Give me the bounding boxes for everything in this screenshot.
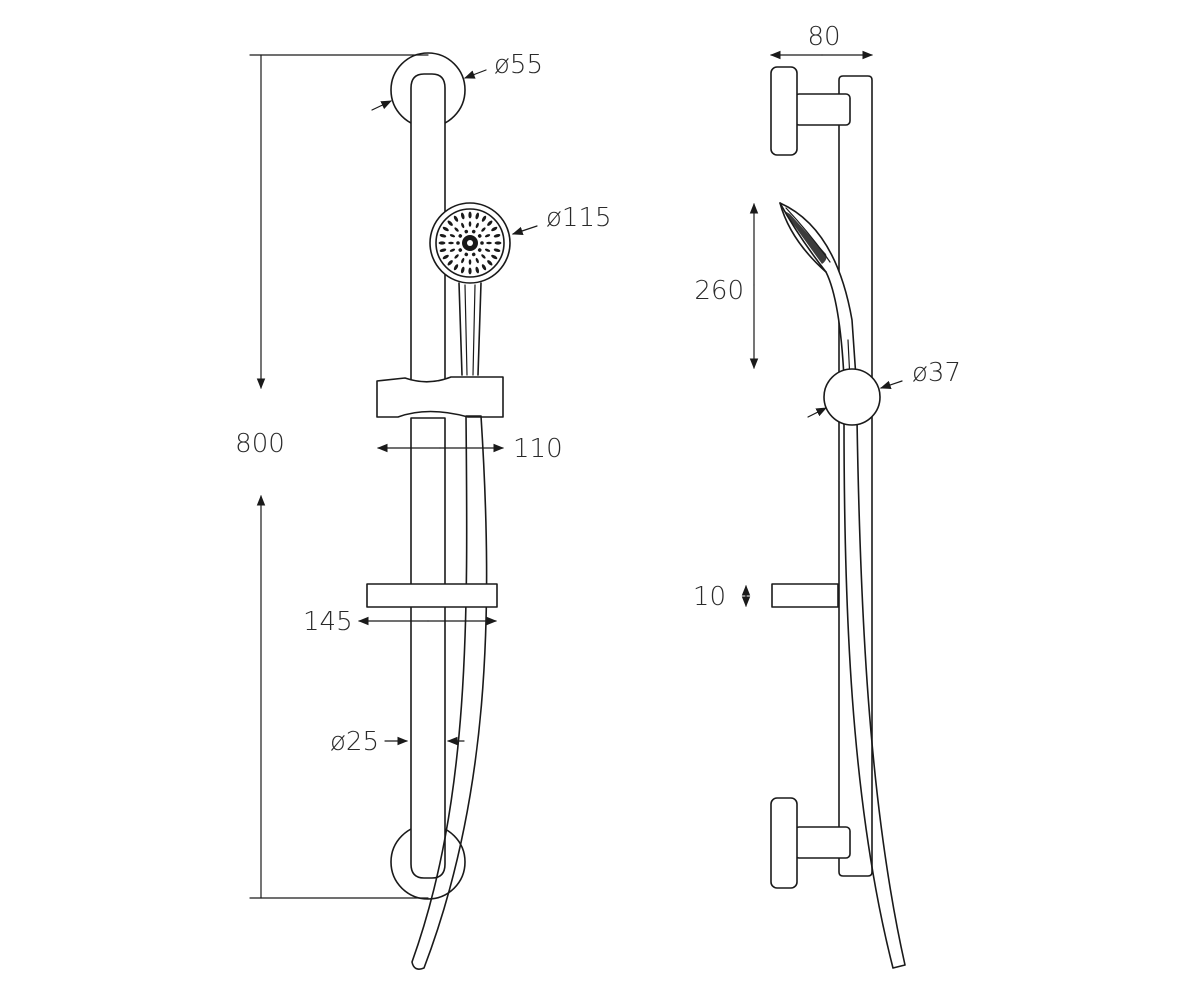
nozzle [481, 215, 487, 222]
handshower-diameter-label: ø115 [546, 203, 612, 233]
bracket-diameter-dimension: ø55 [371, 50, 543, 111]
nozzle [484, 234, 491, 238]
nozzle [464, 252, 469, 257]
nozzle [458, 234, 463, 238]
nozzle [468, 211, 472, 219]
nozzle [458, 248, 463, 252]
nozzle [471, 252, 476, 257]
nozzle [493, 248, 501, 253]
height-dimension: 800 [235, 54, 429, 899]
handshower-diameter-dimension: ø115 [511, 203, 612, 236]
nozzle [481, 227, 486, 232]
rail-upper [410, 73, 446, 384]
side-top-bracket [770, 66, 851, 156]
soap-dish-width-dimension: 145 [303, 607, 498, 637]
nozzle [468, 259, 472, 265]
nozzle [468, 267, 472, 275]
nozzle [456, 241, 460, 245]
height-dimension-label: 800 [235, 429, 285, 459]
nozzle [447, 220, 453, 226]
hose [411, 415, 488, 970]
side-view: 80 260 [693, 22, 961, 969]
nozzle [442, 254, 449, 260]
projection-dimension: 80 [769, 22, 874, 60]
nozzle [438, 241, 446, 245]
nozzle [453, 264, 459, 271]
nozzle [475, 212, 480, 220]
nozzle [475, 257, 479, 264]
rail-diameter-label: ø25 [330, 727, 379, 757]
nozzle [449, 248, 456, 252]
handshower-handle [458, 282, 482, 376]
nozzle [453, 215, 459, 222]
soap-dish [366, 583, 498, 608]
side-hose [843, 419, 906, 969]
nozzle [494, 241, 502, 245]
nozzle [447, 260, 453, 266]
nozzle [481, 254, 486, 259]
nozzle [460, 212, 465, 220]
rail-lower [410, 417, 446, 879]
nozzle [449, 234, 456, 238]
nozzle [460, 266, 465, 274]
soap-dish-width-label: 145 [303, 607, 353, 637]
nozzle [475, 222, 479, 229]
nozzle [439, 233, 447, 238]
nozzle [454, 227, 459, 232]
nozzle [439, 248, 447, 253]
soap-dish-thickness-dimension: 10 [693, 582, 751, 612]
projection-label: 80 [807, 22, 840, 52]
side-soap-dish [771, 583, 839, 608]
handshower-length-dimension: 260 [694, 202, 759, 370]
nozzle [486, 241, 492, 245]
nozzle [481, 264, 487, 271]
handshower-head [429, 202, 511, 284]
nozzle [493, 233, 501, 238]
side-bottom-bracket [770, 797, 851, 889]
nozzle [477, 234, 482, 238]
soap-dish-thickness-label: 10 [693, 582, 726, 612]
front-view: 800 [235, 50, 612, 970]
knob-diameter-dimension: ø37 [807, 358, 961, 418]
nozzle [475, 266, 480, 274]
nozzle [442, 226, 449, 232]
nozzle [461, 257, 465, 264]
handshower-length-label: 260 [694, 276, 744, 306]
nozzle [448, 241, 454, 245]
nozzle [471, 229, 476, 234]
bracket-diameter-label: ø55 [494, 50, 543, 80]
nozzle [477, 248, 482, 252]
side-slider-knob [823, 368, 881, 426]
nozzle [484, 248, 491, 252]
nozzle [454, 254, 459, 259]
nozzle [487, 260, 493, 266]
nozzle [464, 229, 469, 234]
knob-diameter-label: ø37 [912, 358, 961, 388]
slider-width-dimension: 110 [376, 434, 563, 464]
nozzle [468, 221, 472, 227]
nozzle [487, 220, 493, 226]
nozzle [461, 222, 465, 229]
slider-width-label: 110 [513, 434, 563, 464]
slider [376, 376, 504, 418]
nozzle [480, 241, 484, 245]
nozzle [491, 254, 498, 260]
nozzle [491, 226, 498, 232]
rail-diameter-dimension: ø25 [330, 727, 465, 757]
